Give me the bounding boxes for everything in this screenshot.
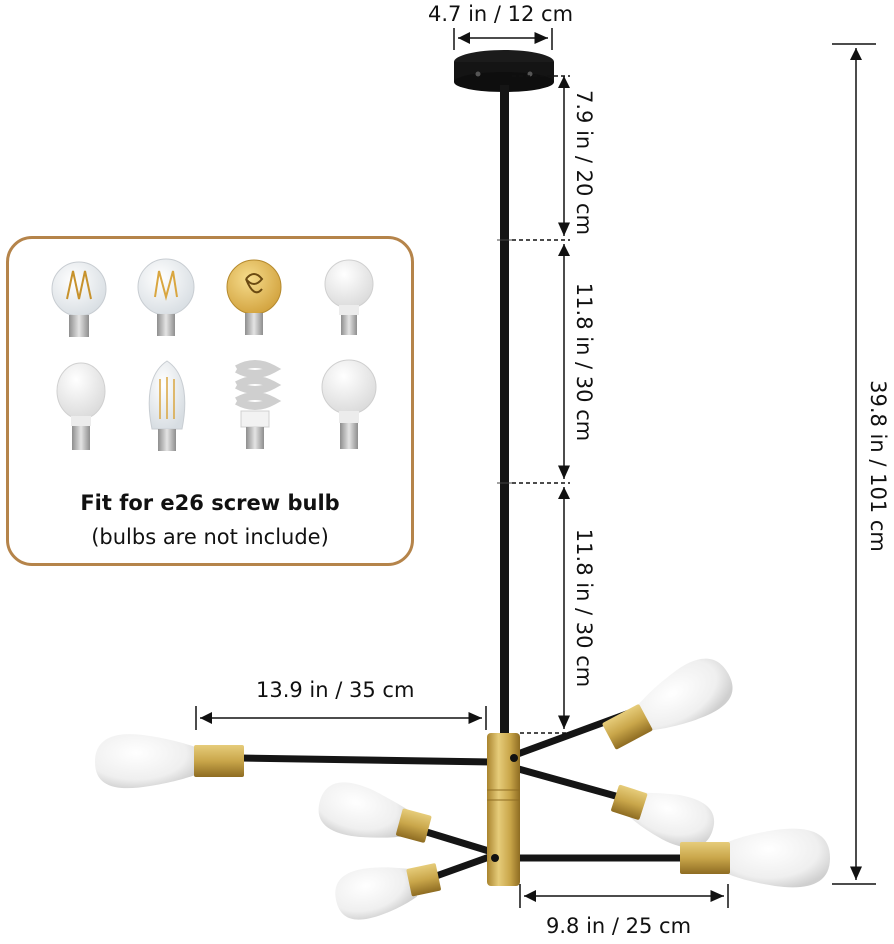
bulb-box-title: Fit for e26 screw bulb — [80, 491, 340, 515]
bulb-upper-right — [602, 658, 733, 750]
arm-long-label: 13.9 in / 35 cm — [256, 678, 415, 702]
spiral-filament-bulb-icon — [226, 259, 282, 335]
bulb-middle-left — [318, 782, 432, 843]
segment-mid-label: 11.8 in / 30 cm — [572, 282, 596, 442]
filament-bulb-icon — [51, 261, 107, 337]
bulb-left — [95, 734, 244, 789]
bulb-compatibility-panel: Fit for e26 screw bulb (bulbs are not in… — [6, 236, 414, 566]
bulb-lower-right — [680, 828, 830, 888]
canopy-width-label: 4.7 in / 12 cm — [428, 2, 574, 26]
arm-short-label: 9.8 in / 25 cm — [546, 914, 692, 938]
downrod — [500, 85, 509, 735]
bulb-lower-left — [335, 863, 441, 920]
led-globe-bulb-icon — [321, 359, 377, 449]
cfl-spiral-bulb-icon — [235, 360, 282, 449]
bulb-types-grid — [51, 258, 377, 451]
bulb-box-subtitle: (bulbs are not include) — [91, 525, 329, 549]
dimension-lines — [195, 28, 876, 908]
bulb-middle-right — [611, 784, 715, 848]
ceiling-canopy — [454, 50, 554, 92]
edison-filament-bulb-icon — [148, 360, 186, 451]
total-height-label: 39.8 in / 101 cm — [866, 380, 890, 552]
led-small-bulb-icon — [56, 362, 106, 450]
segment-top-label: 7.9 in / 20 cm — [572, 90, 596, 236]
brass-center-body — [487, 733, 520, 886]
led-bulb-icon — [324, 259, 374, 335]
segment-low-label: 11.8 in / 30 cm — [572, 528, 596, 688]
filament-globe-bulb-icon — [137, 258, 195, 336]
